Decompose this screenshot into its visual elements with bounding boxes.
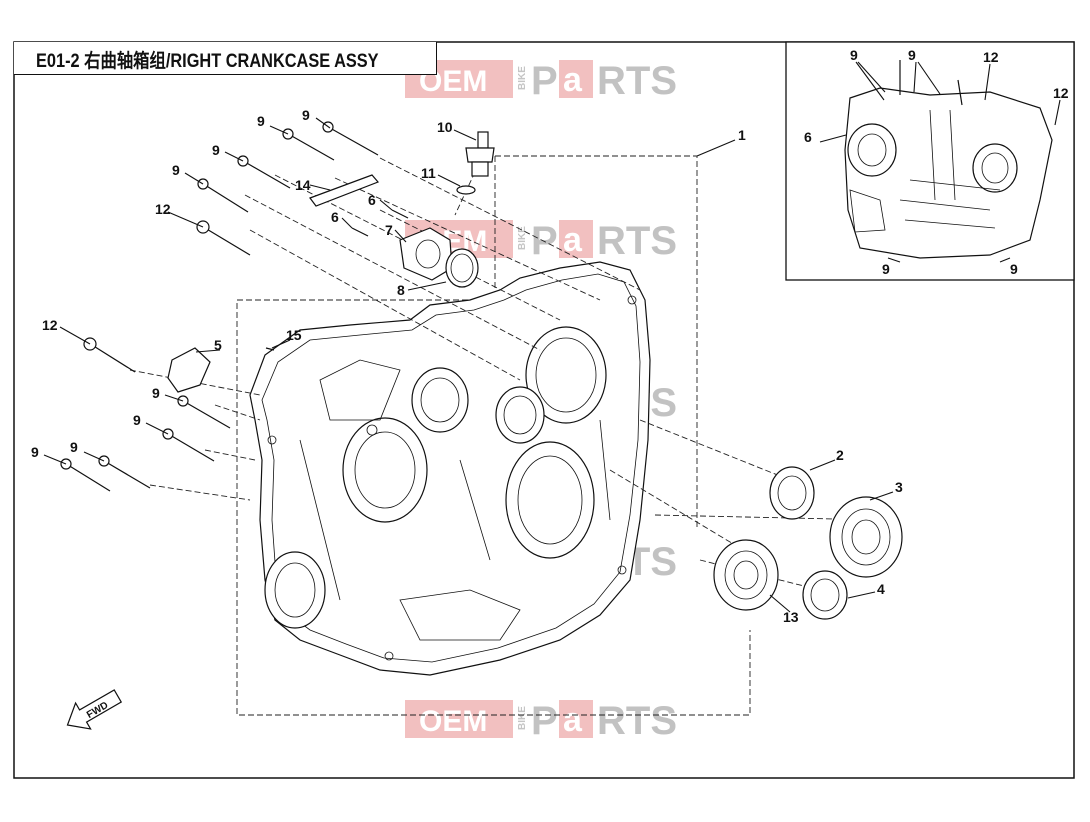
callout-8: 8 xyxy=(397,282,405,298)
part-15-pin xyxy=(265,347,275,351)
callout-4: 4 xyxy=(877,581,885,597)
callout-10: 10 xyxy=(437,119,453,135)
part-13-bearing xyxy=(713,539,779,611)
callout-9c: 9 xyxy=(212,142,220,158)
bore-mid xyxy=(411,367,469,433)
callout-6b: 6 xyxy=(331,209,339,225)
bolt-9-b xyxy=(282,128,335,161)
callout-7: 7 xyxy=(385,222,393,238)
inset-callout-9a: 9 xyxy=(850,47,858,63)
callout-leaders xyxy=(43,117,894,613)
part-5-bracket xyxy=(167,347,211,393)
watermark-rts-text: RTS xyxy=(597,219,677,263)
inset-callout-9c: 9 xyxy=(882,261,890,277)
part-2-seal xyxy=(769,466,815,520)
watermark-oem-text: OEM xyxy=(419,705,487,738)
part-6-screw-a xyxy=(391,209,409,219)
watermark-a-text: a xyxy=(563,221,583,259)
callout-14: 14 xyxy=(295,177,311,193)
diagram-title: E01-2 右曲轴箱组/RIGHT CRANKCASE ASSY xyxy=(36,51,379,72)
bolt-9-d xyxy=(197,178,249,213)
callout-12a: 12 xyxy=(155,201,171,217)
callout-5: 5 xyxy=(214,337,222,353)
watermark-rts-text: RTS xyxy=(597,59,677,103)
part-6-screw-b xyxy=(351,227,369,237)
bolt-12-b xyxy=(83,337,136,373)
watermark-p-text: P xyxy=(531,699,558,743)
watermark-bike-text: BIKE xyxy=(517,226,528,250)
callout-15: 15 xyxy=(286,327,302,343)
watermark-bike-text: BIKE xyxy=(517,66,528,90)
watermark-bike-text: BIKE xyxy=(517,706,528,730)
inset-view: 9 9 12 12 6 9 9 xyxy=(785,41,1075,281)
title-box xyxy=(14,42,437,75)
part-3-bearing xyxy=(829,496,903,578)
watermark-rts-text: RTS xyxy=(597,699,677,743)
callout-9b: 9 xyxy=(257,113,265,129)
bolt-9-g xyxy=(98,455,151,489)
callout-9a: 9 xyxy=(302,107,310,123)
bore-crank xyxy=(342,417,428,523)
bore-lower-left xyxy=(264,551,326,629)
bolt-9-c xyxy=(237,155,291,189)
inset-callout-6: 6 xyxy=(804,129,812,145)
part-10-sensor xyxy=(465,131,495,177)
callout-9h: 9 xyxy=(31,444,39,460)
callout-12b: 12 xyxy=(42,317,58,333)
bolt-9-f xyxy=(162,428,215,462)
callout-11: 11 xyxy=(421,165,436,181)
dashed-outline-main xyxy=(236,156,751,716)
outer-border xyxy=(13,41,1075,779)
callout-3: 3 xyxy=(895,479,903,495)
callout-13: 13 xyxy=(783,609,799,625)
part-14-plate xyxy=(309,174,380,207)
callout-9g: 9 xyxy=(70,439,78,455)
bolt-12-a xyxy=(196,220,251,256)
bore-small xyxy=(495,386,545,444)
callout-9f: 9 xyxy=(133,412,141,428)
part-11-oring xyxy=(456,185,476,195)
inset-callout-12b: 12 xyxy=(1053,85,1069,101)
watermark-5: OEM BIKE P a RTS xyxy=(405,699,677,743)
crankcase-body xyxy=(249,261,651,676)
bolt-9-a xyxy=(322,121,379,156)
callout-numbers: 1 2 3 4 5 6 6 7 8 9 9 9 9 9 9 9 9 10 11 … xyxy=(31,107,903,625)
callout-6a: 6 xyxy=(368,192,376,208)
inset-callout-12a: 12 xyxy=(983,49,999,65)
fwd-arrow-icon: FWD xyxy=(66,689,123,730)
fwd-label: FWD xyxy=(85,700,110,721)
inset-callout-9b: 9 xyxy=(908,47,916,63)
part-4-bearing xyxy=(802,570,848,620)
small-parts xyxy=(167,131,903,620)
callout-2: 2 xyxy=(836,447,844,463)
bolt-9-e xyxy=(177,395,231,429)
bore-lower-right xyxy=(505,441,595,559)
watermark-1: OEM BIKE P a RTS xyxy=(405,59,677,103)
inset-callout-9d: 9 xyxy=(1010,261,1018,277)
watermark-p-text: P xyxy=(531,59,558,103)
watermark-a-text: a xyxy=(563,61,583,99)
bore-large-top xyxy=(525,326,607,424)
callout-1: 1 xyxy=(738,127,746,143)
callout-9e: 9 xyxy=(152,385,160,401)
callout-9d: 9 xyxy=(172,162,180,178)
watermark-a-text: a xyxy=(563,701,583,739)
